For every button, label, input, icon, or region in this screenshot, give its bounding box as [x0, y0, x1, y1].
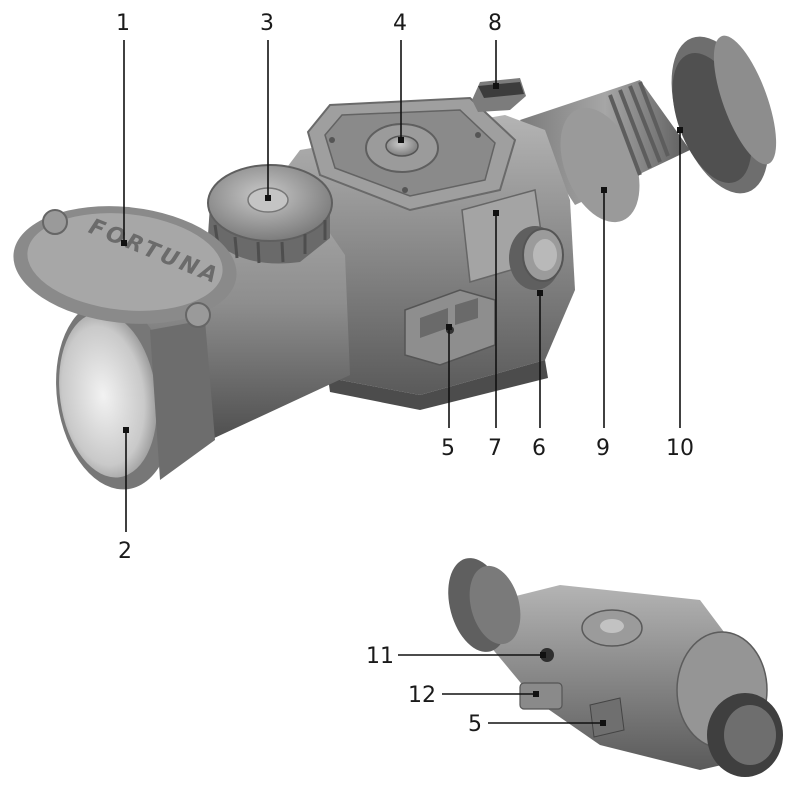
control-panel: [306, 96, 517, 212]
focus-knob: [207, 164, 333, 264]
usb-port: [540, 648, 554, 662]
diopter-ring: [608, 81, 670, 176]
callout-1: 1: [116, 11, 130, 36]
callout-3: 3: [260, 11, 274, 36]
callout-6: 6: [532, 436, 546, 461]
callout-11: 11: [366, 644, 394, 669]
callout-4: 4: [393, 11, 407, 36]
callout-5: 5: [441, 436, 455, 461]
secondary-rail: [589, 697, 625, 738]
power-lever: [472, 78, 526, 112]
callout-7: 7: [488, 436, 502, 461]
main-scope: FORTUNA: [13, 35, 777, 490]
objective-lens: [56, 300, 215, 490]
side-knob: [509, 226, 564, 290]
secondary-battery-door: [519, 682, 563, 710]
callouts: 1 2 3 4 8 5 7 6 9 10: [116, 11, 694, 737]
callout-9: 9: [596, 436, 610, 461]
callout-5-secondary: 5: [468, 712, 482, 737]
callout-10: 10: [666, 436, 694, 461]
menu-button: [385, 135, 419, 157]
callout-2: 2: [118, 539, 132, 564]
secondary-view: [448, 558, 783, 777]
callout-12: 12: [408, 683, 436, 708]
lens-cap: FORTUNA: [13, 206, 237, 328]
callout-8: 8: [488, 11, 502, 36]
eyepiece-assembly: [520, 35, 777, 223]
